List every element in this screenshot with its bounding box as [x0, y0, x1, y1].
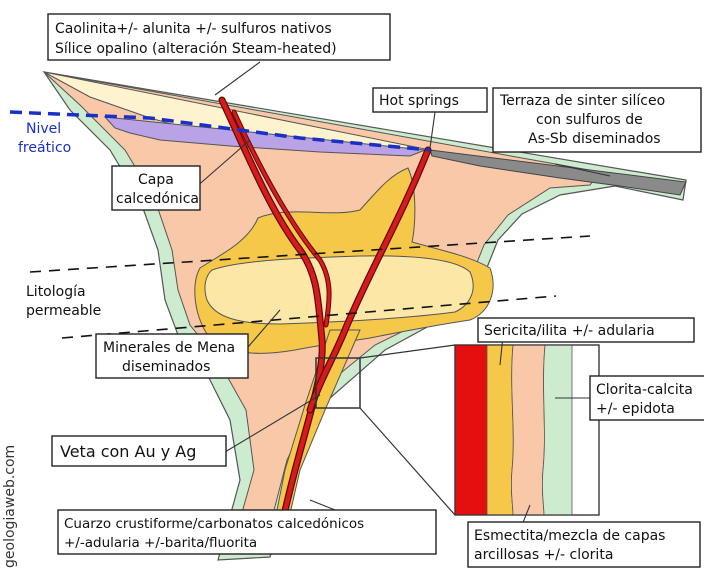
vein-label: Veta con Au y Ag: [60, 442, 196, 461]
sericite-label: Sericita/ilita +/- adularia: [484, 323, 655, 339]
alteration-inset: [455, 345, 599, 515]
chlorite-label-line2: +/- epidota: [596, 401, 675, 417]
steam-heated-label-line1: Caolinita+/- alunita +/- sulfuros nativo…: [55, 21, 332, 37]
steam-heated-label-line2: Sílice opalino (alteración Steam-heated): [55, 41, 337, 57]
chalcedony-label-line1: Capa: [138, 172, 174, 188]
chlorite-label-line1: Clorita-calcita: [596, 382, 693, 398]
hot-springs-label: Hot springs: [379, 93, 459, 109]
watermark: geologiaweb.com: [2, 445, 18, 568]
quartz-label-line2: +/-adularia +/-barita/fluorita: [64, 535, 257, 551]
permeable-lithology-label-line1: Litología: [26, 284, 86, 300]
water-table-label-line2: freático: [18, 140, 71, 156]
water-table-label-line1: Nivel: [26, 121, 61, 137]
quartz-label-line1: Cuarzo crustiforme/carbonatos calcedónic…: [64, 516, 364, 532]
smectite-label-line1: Esmectita/mezcla de capas: [474, 528, 665, 544]
permeable-lithology-label-line2: permeable: [26, 303, 101, 319]
chalcedony-label-line2: calcedónica: [116, 191, 199, 207]
inner-zone: [205, 256, 473, 324]
ore-minerals-label-line2: diseminados: [122, 359, 210, 375]
zoom-line-bottom: [360, 408, 455, 515]
smectite-label-line2: arcillosas +/- clorita: [474, 547, 613, 563]
ore-minerals-label-line1: Minerales de Mena: [103, 340, 235, 356]
sinter-label-line2: con sulfuros de: [536, 112, 643, 128]
sinter-label-line3: As-Sb diseminados: [528, 131, 661, 147]
sinter-label-line1: Terraza de sinter silíceo: [499, 93, 665, 109]
